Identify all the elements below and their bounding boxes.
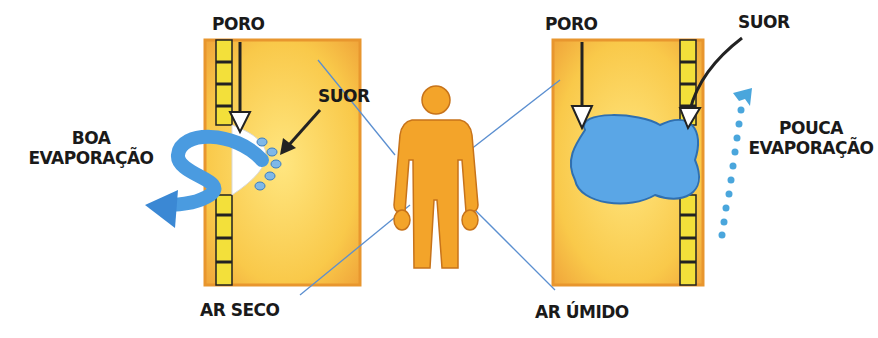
- evaporation-flow: [165, 137, 262, 205]
- sweat-pool: [571, 115, 699, 203]
- skin-block: [553, 40, 703, 285]
- skin-layer: [216, 40, 232, 285]
- pore-pointer: [581, 42, 584, 112]
- sweat-pointer: [288, 110, 320, 146]
- pore-pointer: [239, 42, 242, 118]
- evaporation-label: POUCA EVAPORAÇÃO: [744, 118, 878, 158]
- pore-pointer-head: [572, 106, 592, 128]
- sweat-pointer-head: [680, 108, 700, 128]
- sweat-pointer: [690, 38, 742, 110]
- skin-border: [205, 40, 360, 285]
- leader-lines: [300, 60, 560, 295]
- sweat-label: SUOR: [318, 86, 388, 106]
- evaporation-dots: [719, 107, 745, 239]
- air-label: AR ÚMIDO: [535, 302, 685, 322]
- evaporation-label: BOA EVAPORAÇÃO: [16, 128, 166, 168]
- pore-pointer-head: [230, 112, 250, 132]
- pore-label: PORO: [212, 14, 292, 34]
- sweat-label: SUOR: [738, 12, 808, 32]
- air-label: AR SECO: [200, 300, 330, 320]
- skin-block: [205, 40, 360, 285]
- evaporation-arrowhead: [145, 190, 178, 228]
- sweat-pointer-head: [280, 138, 296, 155]
- pore-label: PORO: [545, 14, 625, 34]
- person-figure: [394, 86, 478, 268]
- skin-border: [553, 40, 703, 285]
- evaporation-arrowhead: [733, 88, 752, 106]
